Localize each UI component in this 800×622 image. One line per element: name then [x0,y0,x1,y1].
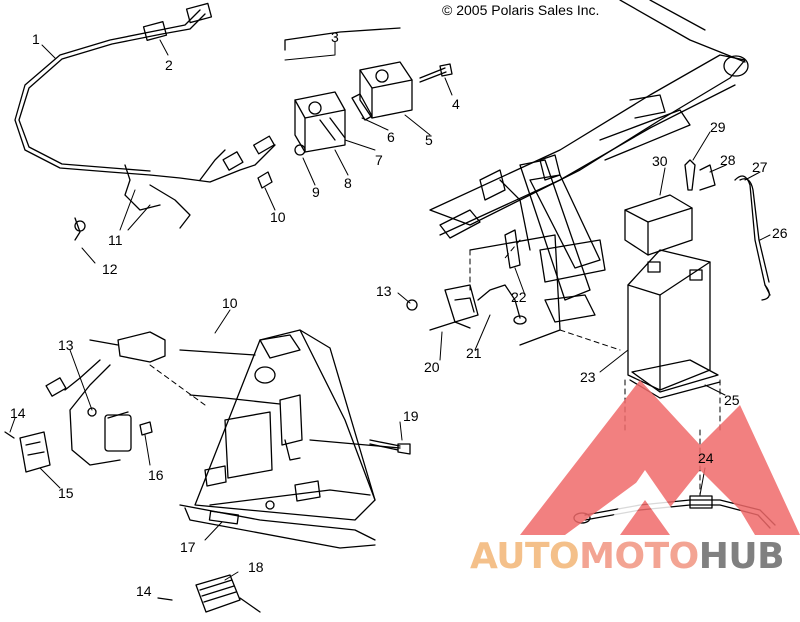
callout-3: 3 [331,29,339,45]
callout-16: 16 [148,467,164,483]
watermark-logo-icon [520,380,800,535]
callout-29: 29 [710,119,726,135]
callout-9: 9 [312,184,320,200]
callout-30: 30 [652,153,668,169]
callout-13-right: 13 [376,283,392,299]
callout-14-upper: 14 [10,405,26,421]
callout-25: 25 [724,392,740,408]
callout-6: 6 [387,129,395,145]
socket-group [257,27,453,189]
callout-7: 7 [375,152,383,168]
relay-group [406,229,527,331]
callout-13-left: 13 [58,337,74,353]
callout-11: 11 [108,232,123,248]
callout-4: 4 [452,96,460,112]
callout-5: 5 [425,132,433,148]
frame-assembly [429,0,749,346]
callout-22: 22 [511,289,527,305]
callout-labels: 1 2 3 4 5 6 7 8 9 10 10 11 12 13 13 14 1… [10,29,788,599]
callout-19: 19 [403,408,419,424]
callout-17: 17 [180,539,196,555]
callout-15: 15 [58,485,74,501]
watermark-part-moto: MOTO [579,536,699,577]
callout-10-upper: 10 [270,209,286,225]
callout-10-lower: 10 [222,295,238,311]
electrical-panel [179,329,401,549]
callout-14-lower: 14 [136,583,152,599]
coil-group [4,331,166,473]
callout-18: 18 [248,559,264,575]
watermark-part-hub: HUB [698,536,785,577]
callout-2: 2 [165,57,173,73]
callout-27: 27 [752,159,768,175]
callout-21: 21 [466,345,482,361]
watermark-part-auto: AUTO [470,536,580,577]
callout-8: 8 [344,175,352,191]
callout-1: 1 [32,31,40,47]
callout-23: 23 [580,369,596,385]
callout-20: 20 [424,359,440,375]
watermark-text: AUTOMOTOHUB [470,536,785,577]
battery-group [624,159,771,399]
callout-leaders [9,39,771,581]
wire-harness [14,2,276,241]
callout-28: 28 [720,152,736,168]
callout-26: 26 [772,225,788,241]
bolt-19 [369,439,411,455]
copyright-notice: © 2005 Polaris Sales Inc. [442,2,600,18]
rectifier [157,574,261,613]
callout-24: 24 [698,450,714,466]
callout-12: 12 [102,261,118,277]
